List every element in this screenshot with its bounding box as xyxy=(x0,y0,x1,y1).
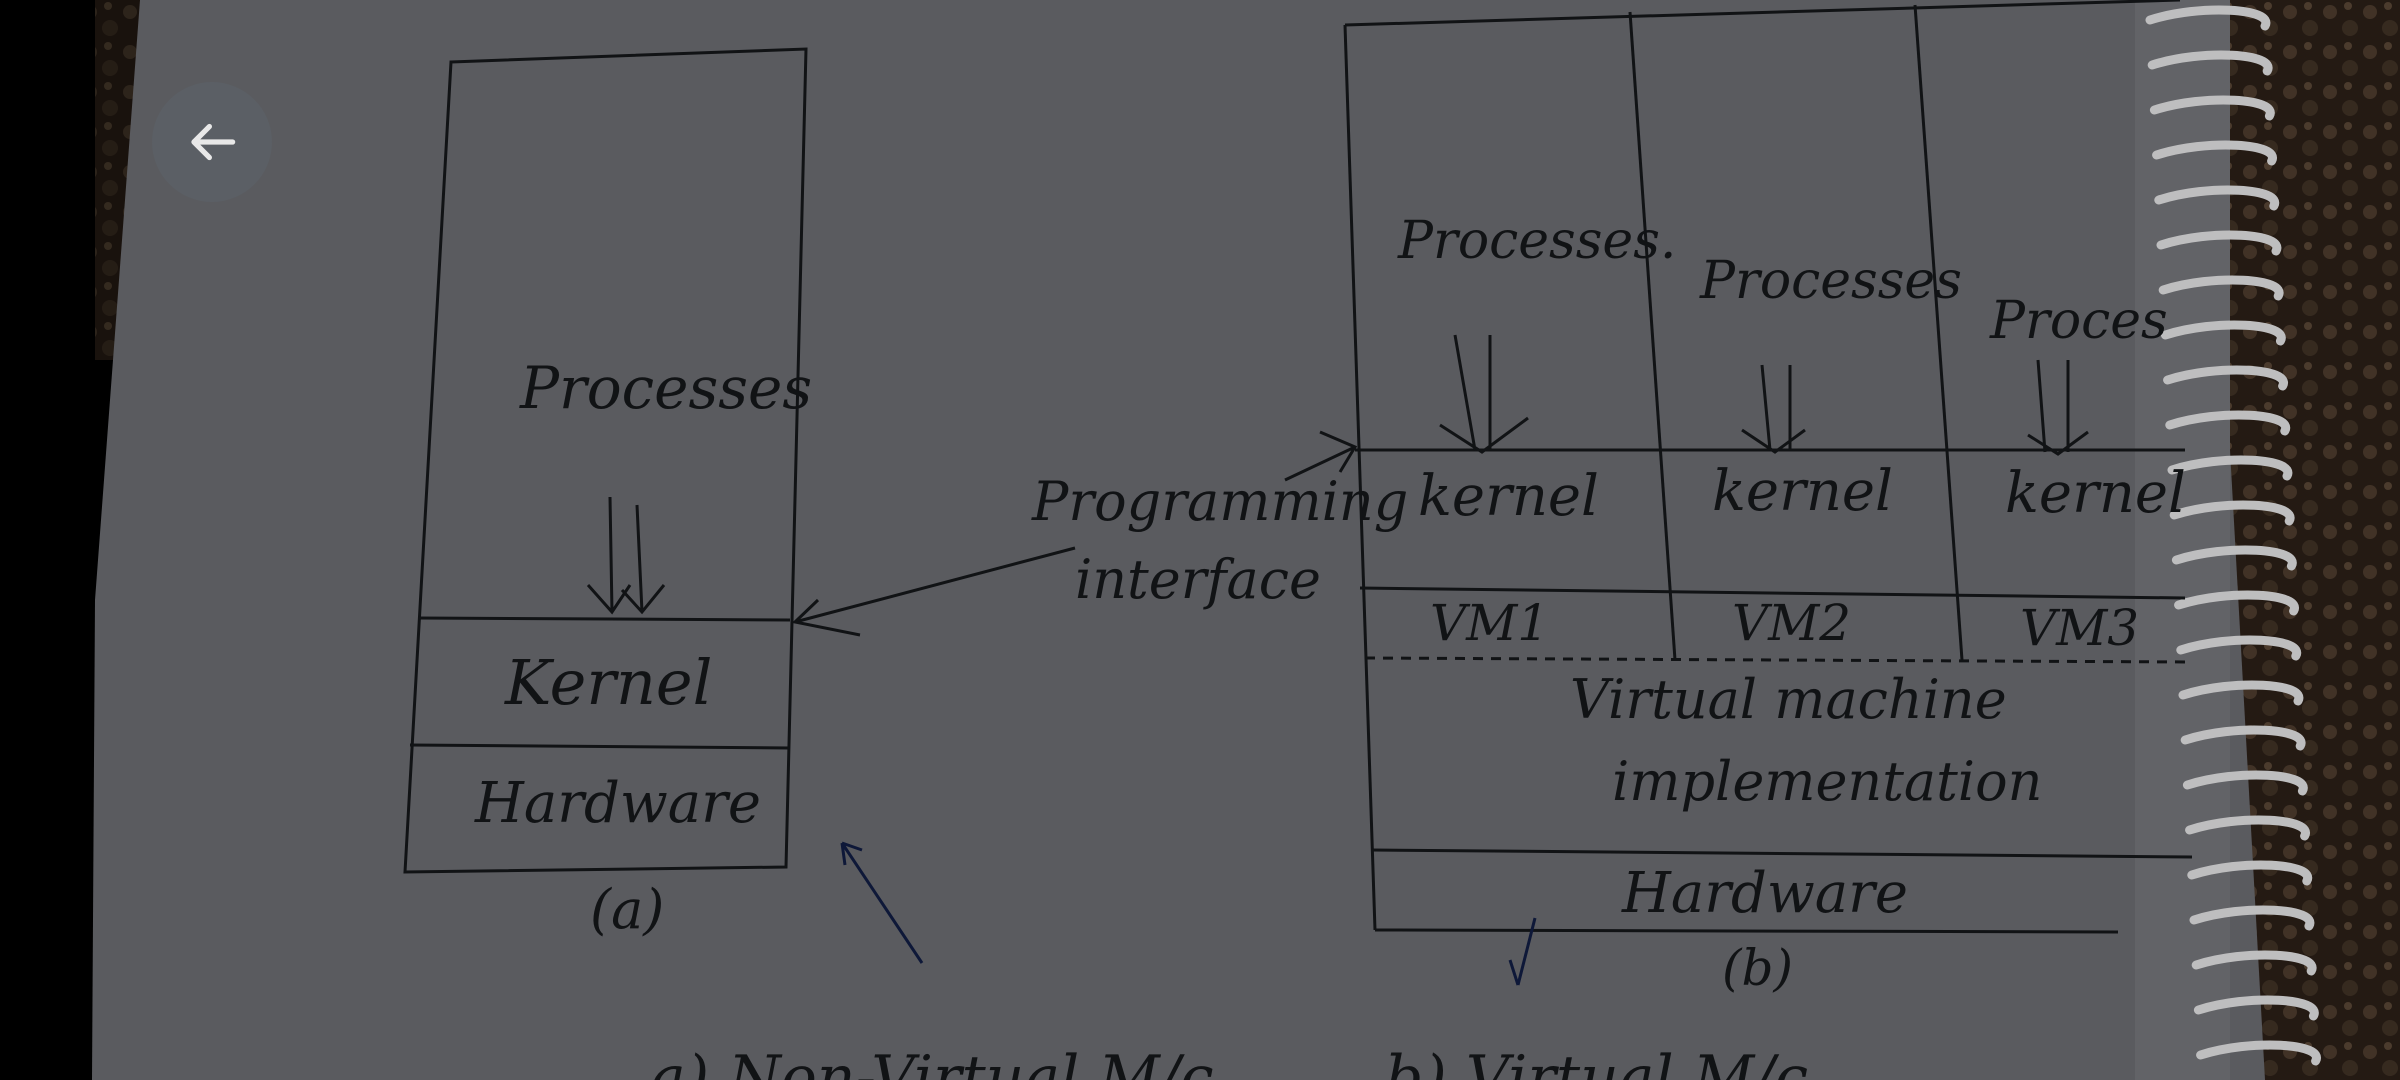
diagram-b xyxy=(1343,0,2193,986)
programming-interface-line1: Programming xyxy=(1031,470,1408,533)
diagram-a-kernel-divider xyxy=(417,616,791,622)
interface-arrow-right xyxy=(1284,445,1356,482)
diagram-a-kernel-label: Kernel xyxy=(504,646,712,719)
vm-column-vm-label: VM2 xyxy=(1732,594,1851,652)
spiral-loop xyxy=(2156,230,2282,256)
spiral-loop xyxy=(2174,590,2299,616)
vm-column-vm-label: VM3 xyxy=(2020,599,2139,657)
spiral-loop xyxy=(2185,815,2310,841)
spiral-loop xyxy=(2163,365,2288,391)
diagram-b-down-arrows-3 xyxy=(2027,359,2089,456)
pencil-arrow-mark xyxy=(840,841,924,964)
spiral-loop xyxy=(2167,455,2293,481)
diagram-a xyxy=(403,47,924,964)
interface-arrowhead-right xyxy=(1319,430,1358,473)
diagram-b-down-arrows-1 xyxy=(1439,334,1529,454)
spiral-loop xyxy=(2165,410,2291,436)
spiral-loop xyxy=(2193,995,2319,1021)
vm-column-kernel-label: kernel xyxy=(2005,461,2186,526)
spiral-loop xyxy=(2147,50,2273,76)
diagram-b-top-edge xyxy=(1344,0,2181,27)
interface-arrow-left xyxy=(794,546,1076,624)
spiral-loop xyxy=(2180,725,2306,751)
caption-virtual: b) Virtual M/c xyxy=(1385,1043,1808,1080)
spiral-loop xyxy=(2178,680,2304,706)
caption-non-virtual: a) Non-Virtual M/c xyxy=(650,1043,1214,1080)
diagram-b-caption: (b) xyxy=(1722,939,1793,997)
spiral-loop xyxy=(2149,95,2275,121)
spiral-binding xyxy=(2145,5,2321,1066)
page-binding-strip xyxy=(2135,0,2230,1080)
interface-arrowhead-left xyxy=(791,598,861,637)
diagram-a-processes-label: Processes xyxy=(519,354,812,422)
vm-column-kernel-label: kernel xyxy=(1418,464,1599,529)
vm-column-processes-label: Processes xyxy=(1699,251,1962,311)
notebook-page xyxy=(92,0,2265,1080)
vm-column-kernel-label: kernel xyxy=(1712,459,1893,524)
back-button[interactable] xyxy=(152,82,272,202)
programming-interface-line2: interface xyxy=(1075,548,1321,611)
diagram-b-column-divider-2 xyxy=(1913,4,1964,661)
diagram-b-left-edge xyxy=(1343,24,1377,931)
vm-column-processes-label: Processes. xyxy=(1397,211,1676,271)
spiral-loop xyxy=(2158,275,2284,301)
spiral-loop xyxy=(2169,500,2295,526)
diagram-a-hardware-divider xyxy=(409,743,791,750)
diagram-a-down-arrow-2 xyxy=(620,504,666,615)
spiral-loop xyxy=(2182,770,2308,796)
diagram-b-hardware-top xyxy=(1371,848,2193,859)
vm-implementation-line2: implementation xyxy=(1612,750,2042,813)
spiral-loop xyxy=(2171,545,2297,571)
diagram-b-bottom-edge xyxy=(1374,928,2119,934)
spiral-loop xyxy=(2145,5,2271,31)
spiral-loop xyxy=(2154,185,2280,211)
spiral-loop xyxy=(2191,950,2317,976)
spiral-loop xyxy=(2187,860,2313,886)
diagram-b-column-divider-1 xyxy=(1628,11,1677,661)
spiral-loop xyxy=(2189,905,2315,931)
diagram-b-vm-bottom xyxy=(1364,656,2191,664)
diagram-a-box xyxy=(403,47,808,874)
spiral-loop xyxy=(2160,320,2286,346)
diagram-b-down-arrows-2 xyxy=(1741,364,1806,454)
programming-interface-arrows xyxy=(791,430,1358,637)
vm-column-processes-label: Proces xyxy=(1989,291,2168,351)
diagram-b-hardware-label: Hardware xyxy=(1621,861,1908,926)
vm-implementation-line1: Virtual machine xyxy=(1570,668,2007,731)
diagram-b-vm-top xyxy=(1359,586,2186,600)
diagram-a-caption: (a) xyxy=(590,878,664,941)
diagram-a-hardware-label: Hardware xyxy=(474,771,761,836)
spiral-loop xyxy=(2196,1040,2321,1066)
spiral-loop xyxy=(2176,635,2302,661)
arrow-left-icon xyxy=(191,123,236,161)
pencil-tick-mark xyxy=(1508,917,1537,986)
vm-column-vm-label: VM1 xyxy=(1430,594,1549,652)
spiral-loop xyxy=(2152,140,2277,166)
